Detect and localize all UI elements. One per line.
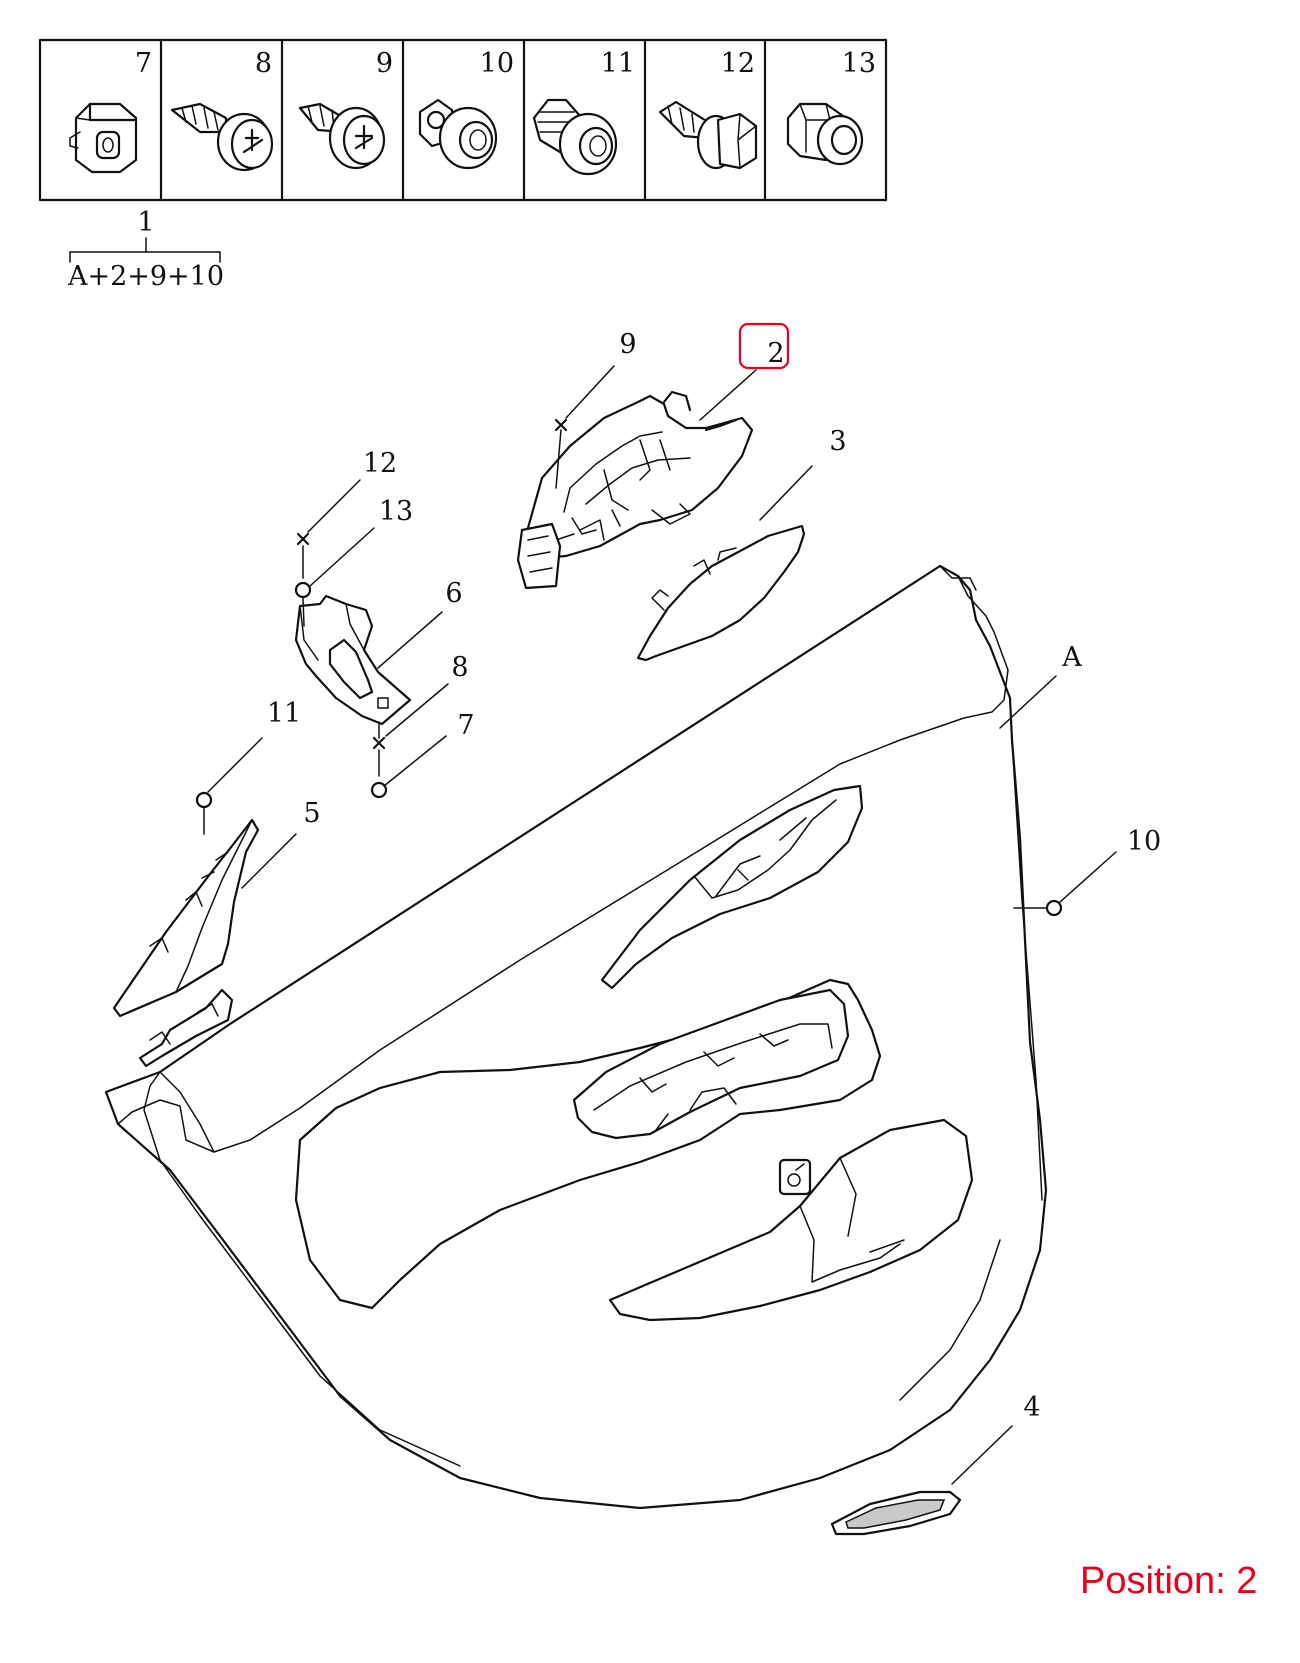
callout-6: 6	[445, 578, 462, 609]
tapping-screw-icon	[170, 102, 274, 172]
part-2-inner-handle	[516, 390, 754, 590]
highlight-box	[738, 322, 790, 370]
callout-9: 9	[619, 329, 636, 360]
callout-7: 7	[457, 710, 474, 741]
callout-10: 10	[1127, 826, 1161, 857]
hex-bolt-icon	[658, 100, 758, 170]
marker-13-circle	[294, 581, 312, 599]
assembly-bracket: 1 A+2+9+10	[67, 207, 224, 292]
push-clip-icon	[69, 102, 138, 174]
callout-4: 4	[1023, 1392, 1040, 1423]
callout-12: 12	[363, 448, 397, 479]
table-number-7: 7	[135, 48, 152, 79]
table-number-10: 10	[480, 48, 514, 79]
callout-13: 13	[379, 496, 413, 527]
fastener-table: 7 8 9 10 11 12 13	[38, 38, 888, 202]
position-label: Position: 2	[1080, 1560, 1258, 1602]
assembly-formula: A+2+9+10	[67, 261, 224, 292]
callout-5: 5	[303, 798, 320, 829]
part-3-handle-bezel	[636, 524, 806, 662]
marker-12-cross	[296, 532, 310, 546]
table-number-8: 8	[255, 48, 272, 79]
grommet-nut-icon	[786, 102, 864, 166]
part-6-bracket	[294, 594, 412, 726]
part-4-reflector	[830, 1490, 962, 1536]
part-a-door-panel	[104, 564, 1048, 1510]
marker-9-cross	[554, 418, 568, 432]
round-clip-icon	[418, 98, 498, 170]
marker-7-circle	[370, 781, 388, 799]
table-number-9: 9	[376, 48, 393, 79]
assembly-number: 1	[137, 207, 154, 238]
callout-a: A	[1061, 642, 1082, 673]
marker-10-circle	[1045, 899, 1063, 917]
leader-lines	[207, 365, 1117, 1485]
part-5-trim-strip	[112, 818, 260, 1018]
callout-2: 2	[767, 338, 784, 369]
callout-8: 8	[451, 652, 468, 683]
callout-3: 3	[829, 426, 846, 457]
table-number-12: 12	[721, 48, 755, 79]
table-number-13: 13	[842, 48, 876, 79]
fastener-markers	[195, 418, 1063, 917]
marker-11-circle	[195, 791, 213, 809]
marker-8-cross	[372, 736, 386, 750]
screw-icon	[298, 102, 386, 170]
table-number-11: 11	[601, 48, 635, 79]
callout-11: 11	[267, 698, 301, 729]
fir-tree-clip-icon	[532, 98, 618, 176]
callouts: 9 2 3 12 13 6 8 7 11 5 A 10 4	[267, 329, 1161, 1423]
